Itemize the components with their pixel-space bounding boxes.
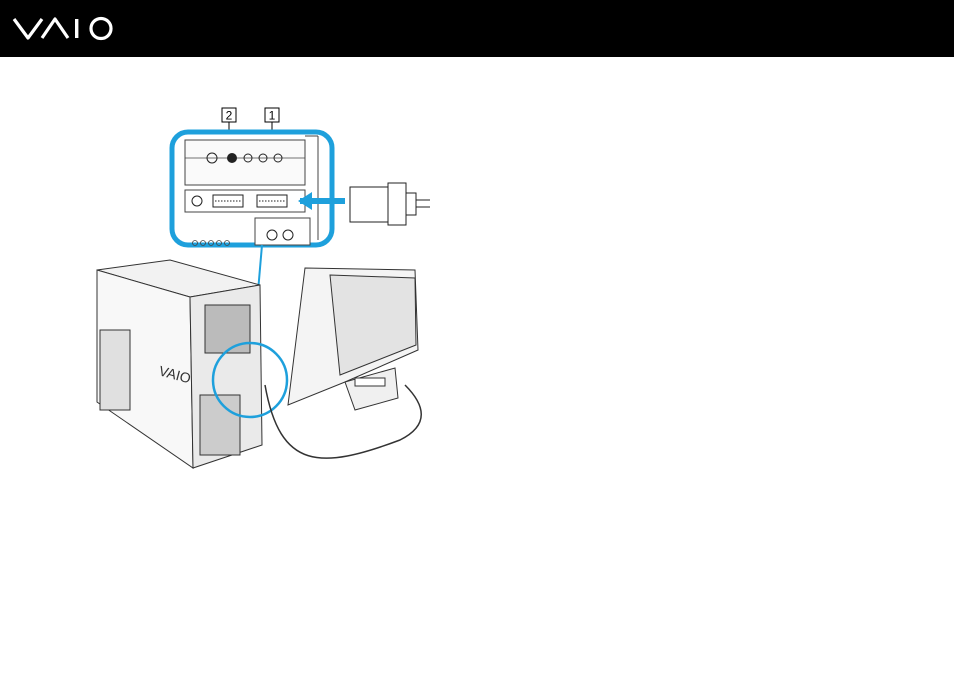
callout-1: 1 [265, 108, 279, 123]
lcd-monitor [288, 268, 418, 410]
pc-tower: VAIO [97, 260, 287, 468]
port-panel-zoom [172, 132, 332, 246]
page-header [0, 0, 954, 57]
svg-text:2: 2 [226, 109, 233, 123]
vaio-logo [12, 12, 122, 44]
dvi-connector [350, 183, 430, 225]
callout-2: 2 [222, 108, 236, 123]
svg-text:1: 1 [269, 109, 276, 123]
monitor-connection-illustration: 2 1 [0, 57, 954, 673]
